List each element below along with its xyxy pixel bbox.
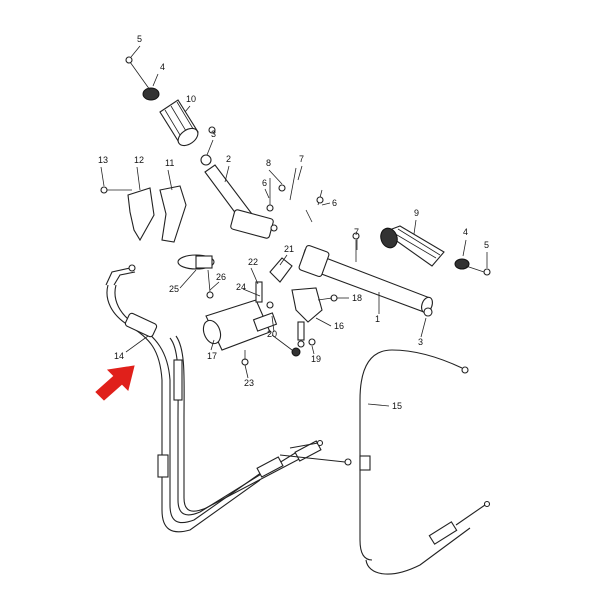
callout-7b: 7 — [354, 227, 359, 237]
callout-21: 21 — [284, 244, 294, 254]
cable-sleeve — [359, 455, 371, 471]
callout-24: 24 — [236, 282, 246, 292]
switch-housing — [100, 185, 187, 243]
throttle-cable-bundle — [105, 264, 352, 533]
callout-2: 2 — [226, 154, 231, 164]
pointer-arrow-icon — [95, 365, 135, 401]
cable-adjuster — [428, 521, 458, 545]
handlebar-clamp — [230, 209, 274, 239]
callout-3b: 3 — [418, 337, 423, 347]
handlebar-clamp — [298, 244, 330, 278]
callout-12: 12 — [134, 155, 144, 165]
left-grip — [159, 99, 216, 147]
bar-end-weight-left — [125, 56, 160, 101]
callout-13: 13 — [98, 155, 108, 165]
lever-bracket — [291, 287, 338, 348]
cable-sleeve — [173, 359, 183, 401]
right-grip — [380, 225, 491, 276]
callout-4b: 4 — [463, 227, 468, 237]
fasteners — [266, 167, 360, 262]
callout-16: 16 — [334, 321, 344, 331]
callout-17: 17 — [207, 351, 217, 361]
bar-end — [200, 154, 212, 166]
callout-8: 8 — [266, 158, 271, 168]
cable-end — [128, 264, 136, 272]
bar-end — [423, 307, 433, 317]
callout-labels: 1 2 3 3 4 4 5 5 6 6 7 7 8 9 10 11 12 13 … — [98, 34, 489, 411]
cable-end — [344, 458, 352, 466]
master-cylinder — [202, 299, 301, 366]
callout-22: 22 — [248, 257, 258, 267]
callout-19: 19 — [311, 354, 321, 364]
callout-23: 23 — [244, 378, 254, 388]
handlebar — [298, 244, 433, 317]
callout-6b: 6 — [332, 198, 337, 208]
callout-1: 1 — [375, 314, 380, 324]
cable-end — [461, 366, 469, 374]
callout-9: 9 — [414, 208, 419, 218]
callout-26: 26 — [216, 272, 226, 282]
brake-switch — [255, 257, 293, 309]
callout-3: 3 — [211, 129, 216, 139]
cable-sleeve — [157, 454, 169, 478]
clutch-cable — [359, 349, 491, 575]
cable-adjuster — [256, 456, 284, 478]
callout-5b: 5 — [484, 240, 489, 250]
callout-25: 25 — [169, 284, 179, 294]
throttle-housing — [177, 254, 215, 299]
leader-lines — [100, 45, 488, 407]
callout-5: 5 — [137, 34, 142, 44]
callout-20: 20 — [267, 329, 277, 339]
callout-7: 7 — [299, 154, 304, 164]
callout-11: 11 — [165, 158, 174, 168]
cable-junction-block — [124, 312, 158, 338]
callout-18: 18 — [352, 293, 362, 303]
left-handlebar — [200, 154, 274, 239]
cable-end — [316, 439, 324, 447]
callout-15: 15 — [392, 401, 402, 411]
callout-4: 4 — [160, 62, 165, 72]
callout-10: 10 — [186, 94, 196, 104]
callout-14: 14 — [114, 351, 124, 361]
callout-6: 6 — [262, 178, 267, 188]
cable-end — [483, 500, 491, 508]
